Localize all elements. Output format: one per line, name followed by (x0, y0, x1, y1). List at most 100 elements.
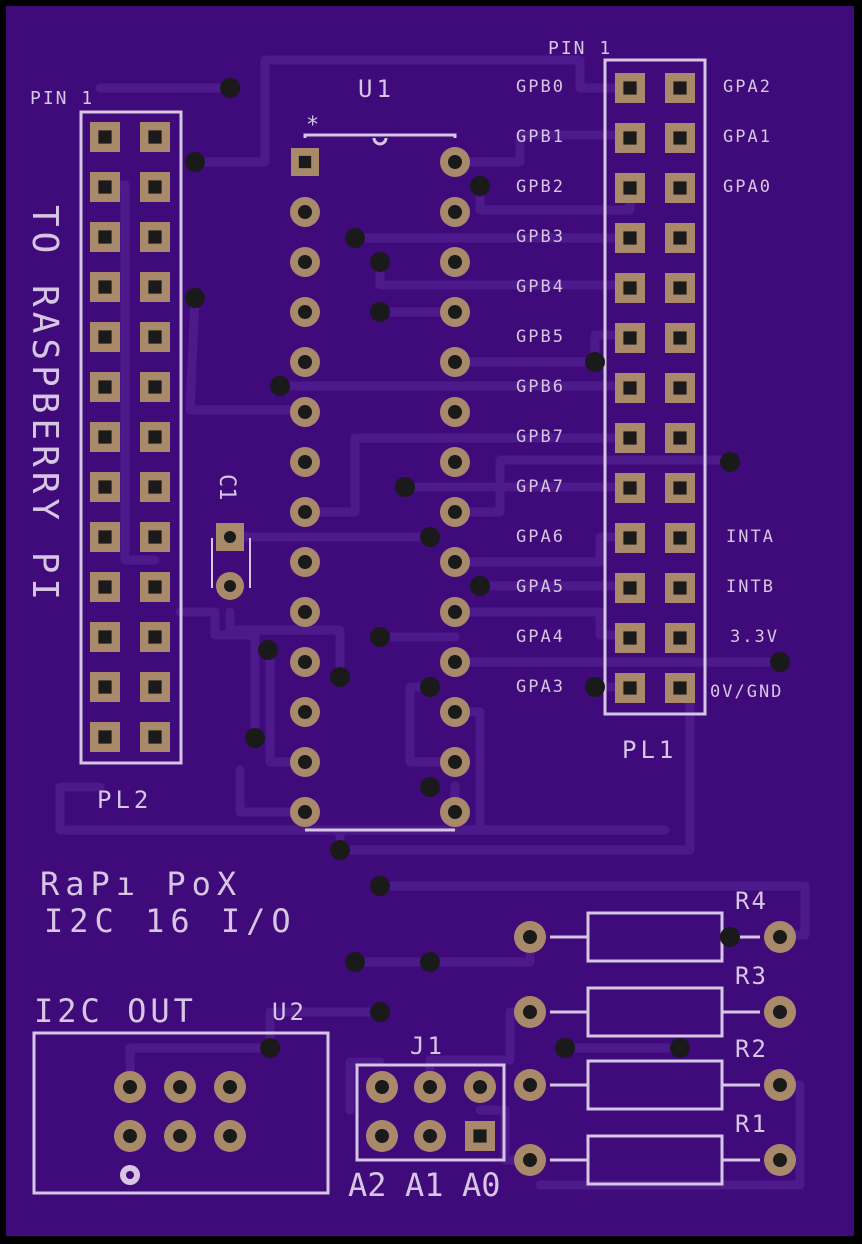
pl1-left-label: GPA4 (516, 627, 565, 647)
u1-pin-7-hole (298, 455, 312, 469)
pl1-pin-hole (623, 431, 637, 445)
pl1-pin-hole (623, 131, 637, 145)
pl1-pin-hole (623, 181, 637, 195)
pl2-pin-hole (98, 530, 112, 544)
pl1-left-label: GPB1 (516, 127, 565, 147)
via (470, 576, 490, 596)
pl2-pin-hole (98, 330, 112, 344)
pl1-pins (615, 73, 695, 703)
j1-pin-hole (473, 1080, 487, 1094)
u1-pin-14-hole (298, 805, 312, 819)
pl1-pin-hole (673, 81, 687, 95)
pl1-pin-hole (623, 481, 637, 495)
resistor-ref: R3 (735, 962, 768, 990)
u2-pins (114, 1071, 246, 1152)
u1-pin-23-hole (448, 405, 462, 419)
u2-pin-hole (123, 1080, 137, 1094)
via (555, 1038, 575, 1058)
via (330, 840, 350, 860)
u2-label: I2C OUT (34, 992, 197, 1030)
header-pl1: PIN 1 PL1 GPB0GPB1GPB2GPB3GPB4GPB5GPB6GP… (516, 38, 781, 764)
pl2-pin-hole (98, 730, 112, 744)
j1-pin-square-hole (473, 1129, 487, 1143)
pl2-pin-hole (98, 430, 112, 444)
resistor-ref: R4 (735, 887, 768, 915)
via (670, 1038, 690, 1058)
pl1-pin-hole (673, 581, 687, 595)
via (370, 252, 390, 272)
pl1-pin-hole (673, 481, 687, 495)
pl2-pin-hole (148, 680, 162, 694)
pl1-pin-hole (673, 681, 687, 695)
via (220, 78, 240, 98)
pl1-pin-hole (623, 581, 637, 595)
u2-pin-hole (223, 1129, 237, 1143)
chip-u1: * U1 (290, 75, 470, 832)
pl2-pin-hole (148, 630, 162, 644)
pl2-pin1-label: PIN 1 (30, 88, 94, 109)
u1-pin-5-hole (298, 355, 312, 369)
pl1-pin-hole (673, 531, 687, 545)
via (245, 728, 265, 748)
pl2-pin-hole (98, 580, 112, 594)
via (270, 376, 290, 396)
pl2-pin-hole (148, 730, 162, 744)
u1-pin-21-hole (448, 505, 462, 519)
resistor-pad-hole (523, 1153, 537, 1167)
c1-pad-hole (224, 531, 236, 543)
u1-pin-22-hole (448, 455, 462, 469)
via (420, 952, 440, 972)
pl1-left-label: GPB5 (516, 327, 565, 347)
via (345, 952, 365, 972)
pl1-left-labels: GPB0GPB1GPB2GPB3GPB4GPB5GPB6GPB7GPA7GPA6… (516, 77, 565, 697)
u1-pins (290, 147, 470, 827)
pl1-left-label: GPB2 (516, 177, 565, 197)
u1-pin-19-hole (448, 605, 462, 619)
pl1-left-label: GPB6 (516, 377, 565, 397)
u2-pin1-dot-center (126, 1171, 134, 1179)
pl1-left-label: GPA5 (516, 577, 565, 597)
pl1-right-label: GPA0 (723, 177, 772, 197)
pl1-left-label: GPA6 (516, 527, 565, 547)
pl2-pin-hole (148, 380, 162, 394)
via (370, 1002, 390, 1022)
via (585, 352, 605, 372)
j1-pin-hole (375, 1080, 389, 1094)
u2-outline (32, 1031, 330, 1195)
j1-address-label: A2 (348, 1166, 387, 1204)
pl2-pins (90, 122, 170, 752)
u2-pin-hole (123, 1129, 137, 1143)
resistor-pad-hole (773, 1078, 787, 1092)
pl1-left-label: GPB4 (516, 277, 565, 297)
u1-pin-28-hole (448, 155, 462, 169)
resistor-r3: R3 (514, 962, 796, 1038)
board-substrate (6, 6, 854, 1236)
pl1-pin-hole (623, 331, 637, 345)
via (770, 652, 790, 672)
u1-ref: U1 (358, 75, 395, 103)
u1-pin-6-hole (298, 405, 312, 419)
c1-pad-round-hole (224, 580, 236, 592)
pl1-right-label: INTB (726, 577, 775, 597)
pl1-left-label: GPA3 (516, 677, 565, 697)
j1-pins (366, 1071, 496, 1152)
pl1-pin-hole (673, 281, 687, 295)
pl2-pin-hole (148, 580, 162, 594)
resistor-r1: R1 (514, 1110, 796, 1186)
u1-pin-25-hole (448, 305, 462, 319)
resistor-body (586, 1059, 724, 1111)
pl1-pin-hole (673, 431, 687, 445)
u1-pin-9-hole (298, 555, 312, 569)
u1-pin-20-hole (448, 555, 462, 569)
pl2-pin-hole (148, 130, 162, 144)
via (370, 876, 390, 896)
u1-pin-26-hole (448, 255, 462, 269)
via (585, 677, 605, 697)
j1-outline (355, 1063, 506, 1162)
u1-pin-12-hole (298, 705, 312, 719)
board-title-line1: RaPı PoX (40, 865, 242, 903)
j1-pin-hole (375, 1129, 389, 1143)
pl2-pin-hole (148, 430, 162, 444)
via (330, 667, 350, 687)
